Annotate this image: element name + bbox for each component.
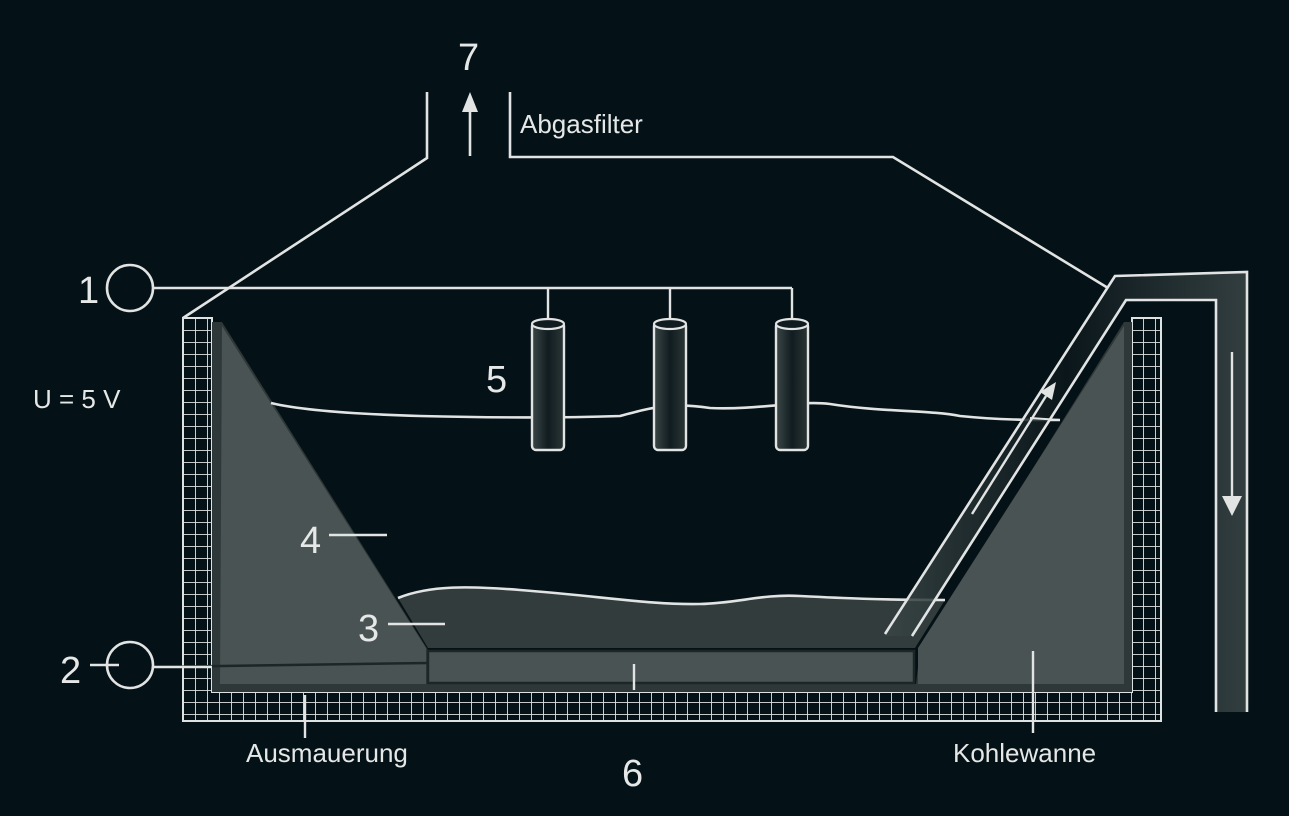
label-7: 7 [458,37,479,79]
label-4: 4 [300,520,321,562]
siphon-pipe [883,270,1249,712]
anodes [530,288,810,452]
cathode-bar [426,649,916,685]
label-kohlewanne: Kohlewanne [953,738,1096,768]
exhaust-arrow-icon [462,92,478,156]
exhaust-hood [182,92,1109,320]
electrolyte-surface-line [270,401,1061,422]
label-5: 5 [486,359,507,401]
label-ausmauerung: Ausmauerung [246,738,408,768]
anode-2 [652,288,688,452]
anode-terminal-icon [105,263,155,313]
flow-up-arrow-icon [970,382,1056,515]
label-voltage: U = 5 V [33,384,121,414]
label-abgasfilter: Abgasfilter [520,109,643,139]
label-6: 6 [622,753,643,795]
flow-down-arrow-icon [1222,352,1242,516]
label-1: 1 [78,270,99,312]
label-2: 2 [60,650,81,692]
metal-surface-line [397,586,946,606]
label-3: 3 [358,608,379,650]
anode-3 [774,288,810,452]
molten-metal-layer [398,587,945,648]
anode-1 [530,288,566,452]
